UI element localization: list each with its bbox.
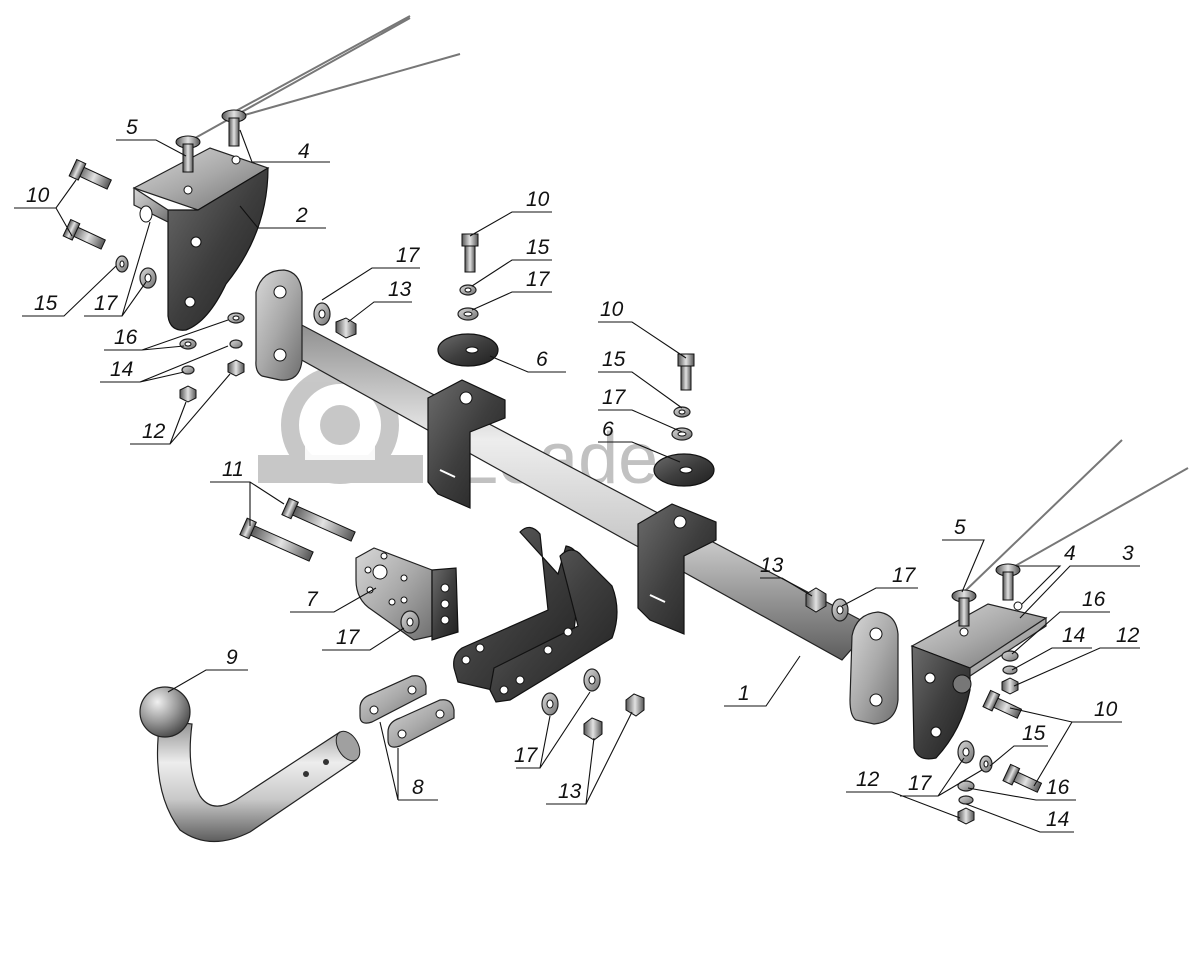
label-part-9: 9 (226, 646, 238, 669)
label-part-10-right: 10 (1094, 698, 1118, 721)
label-part-15-right: 15 (1022, 722, 1046, 745)
label-part-3: 3 (1122, 542, 1134, 565)
fasteners-left (62, 158, 357, 403)
label-part-17-tube-left: 17 (396, 244, 421, 267)
label-part-12-left: 12 (142, 420, 166, 443)
label-part-13-tube-left: 13 (388, 278, 412, 301)
tube-saddle-left (427, 379, 506, 509)
label-part-14-right-lower: 14 (1046, 808, 1069, 831)
label-part-17-right: 17 (892, 564, 917, 587)
label-part-17-plate: 17 (336, 626, 361, 649)
spacer-plates (359, 675, 455, 748)
label-part-17-right-lower: 17 (908, 772, 933, 795)
left-side-bracket (132, 147, 270, 331)
label-part-12-right-lower: 12 (856, 768, 880, 791)
label-part-11: 11 (222, 458, 244, 481)
label-part-17-mid: 17 (602, 386, 627, 409)
label-part-7: 7 (306, 588, 319, 611)
label-part-10-top: 10 (526, 188, 550, 211)
label-part-5-left: 5 (126, 116, 138, 139)
label-part-1: 1 (738, 682, 750, 705)
socket-mounting-plate (355, 547, 459, 641)
fasteners-top-center (437, 233, 499, 367)
label-part-14-left: 14 (110, 358, 133, 381)
label-part-14-right: 14 (1062, 624, 1085, 647)
label-part-15-top: 15 (526, 236, 550, 259)
label-part-16-right: 16 (1082, 588, 1106, 611)
callout-labels: 5 4 2 10 15 17 16 14 12 17 13 10 15 17 6… (26, 116, 1140, 831)
label-part-12-right: 12 (1116, 624, 1140, 647)
label-part-15-left: 15 (34, 292, 58, 315)
label-part-17-top: 17 (526, 268, 551, 291)
fasteners-bottom-center (541, 668, 645, 741)
tube-saddle-right (637, 503, 717, 635)
label-part-8: 8 (412, 776, 424, 799)
tow-wire-bolts-left (175, 15, 461, 173)
callout-leaders (14, 129, 1140, 833)
label-part-5-right: 5 (954, 516, 966, 539)
long-bolts (239, 497, 356, 562)
label-part-6-mid: 6 (602, 418, 614, 441)
label-part-17-bottom: 17 (514, 744, 539, 767)
label-part-4-right: 4 (1064, 542, 1076, 565)
label-part-10-mid: 10 (600, 298, 624, 321)
fasteners-mid-center (653, 353, 715, 487)
tow-wire-bolts-right (951, 439, 1189, 627)
fasteners-right (805, 587, 1043, 825)
label-part-15-mid: 15 (602, 348, 626, 371)
tow-ball-neck (139, 686, 361, 843)
label-part-10-left: 10 (26, 184, 50, 207)
label-part-13-right: 13 (760, 554, 784, 577)
center-mount-brackets (453, 526, 618, 703)
label-part-6-top: 6 (536, 348, 548, 371)
label-part-4-left: 4 (298, 140, 310, 163)
label-part-13-bottom: 13 (558, 780, 582, 803)
label-part-16-right-lower: 16 (1046, 776, 1070, 799)
label-part-16-left: 16 (114, 326, 138, 349)
right-side-bracket (910, 601, 1048, 760)
label-part-2: 2 (295, 204, 308, 227)
label-part-17-left: 17 (94, 292, 119, 315)
